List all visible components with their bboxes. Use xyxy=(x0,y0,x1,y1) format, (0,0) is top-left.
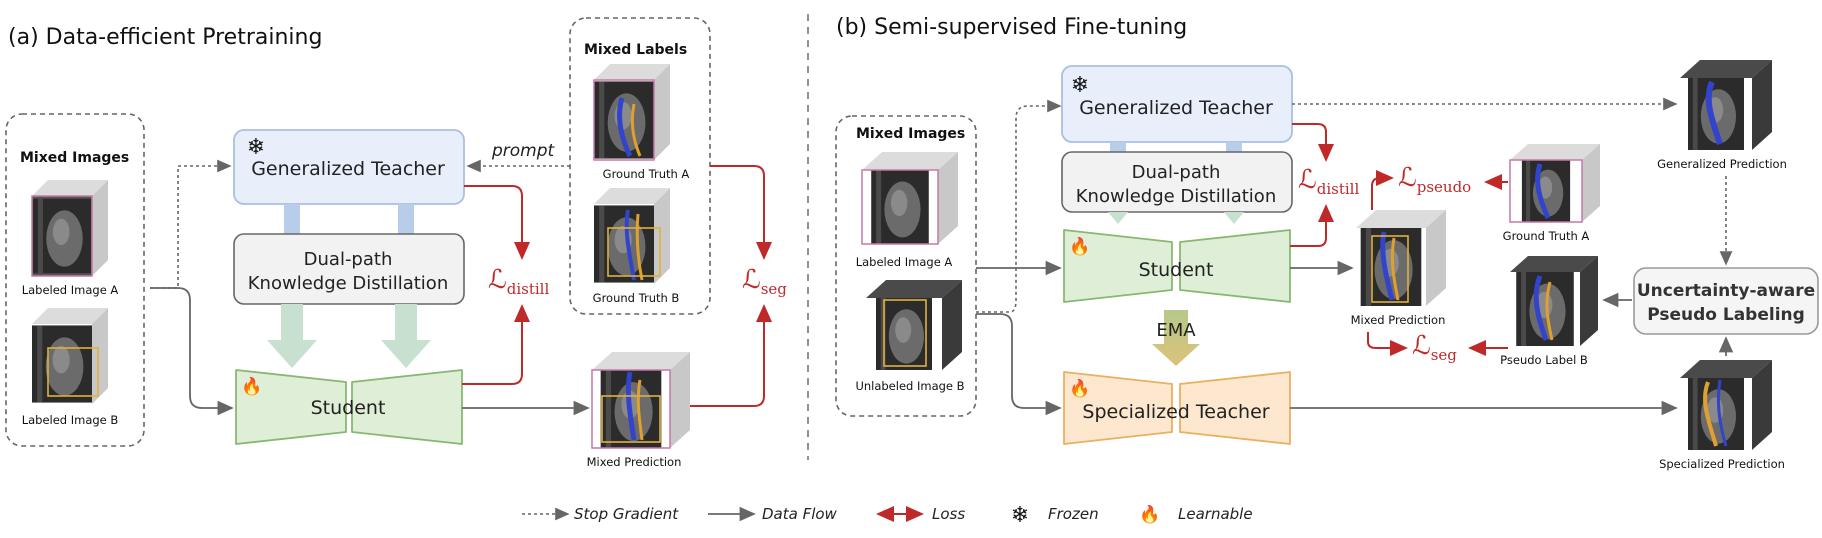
specialized-teacher-decoder xyxy=(1179,371,1291,445)
flame-icon: 🔥 xyxy=(1139,504,1160,525)
mixed-images-box-right xyxy=(835,115,977,417)
snowflake-icon: ❄ xyxy=(1011,503,1029,528)
kd-line2: Knowledge Distillation xyxy=(248,273,448,294)
student-decoder xyxy=(351,369,463,445)
loss-distill: ℒdistill xyxy=(488,265,549,298)
loss-pseudo: ℒpseudo xyxy=(1398,163,1471,196)
specialized-teacher-label: Specialized Teacher xyxy=(1082,401,1269,423)
ground-truth-a-cube-right xyxy=(1509,144,1600,223)
specialized-teacher-encoder xyxy=(1063,371,1173,445)
mixed-labels-title: Mixed Labels xyxy=(584,42,687,58)
upl-line2: Pseudo Labeling xyxy=(1647,305,1805,325)
legend-frozen: Frozen xyxy=(1048,505,1099,523)
loss-seg-right: ℒseg xyxy=(1412,331,1457,364)
ema-label: EMA xyxy=(1156,320,1196,341)
pseudo-label-b-cube xyxy=(1510,256,1598,346)
loss-seg: ℒseg xyxy=(742,265,787,298)
images-to-spec-teacher-flow xyxy=(976,313,1062,416)
flame-icon: 🔥 xyxy=(1069,378,1090,399)
mixed-prediction-label: Mixed Prediction xyxy=(587,455,682,469)
unlabeled-image-b-cube xyxy=(866,280,962,370)
mixed-prediction-label-right: Mixed Prediction xyxy=(1351,313,1446,327)
ground-truth-a-label: Ground Truth A xyxy=(603,167,690,181)
unlabeled-image-b-label: Unlabeled Image B xyxy=(855,379,964,393)
generalized-teacher-label-right: Generalized Teacher xyxy=(1079,97,1273,119)
flame-icon: 🔥 xyxy=(241,376,262,397)
images-to-student-flow xyxy=(150,287,234,416)
legend: Stop Gradient Data Flow Loss ❄ Frozen 🔥 … xyxy=(522,503,1253,528)
legend-stop-gradient: Stop Gradient xyxy=(574,505,679,523)
labeled-image-a-cube xyxy=(31,180,108,277)
kd-student-arrow xyxy=(267,304,317,368)
right-panel-title: (b) Semi-supervised Fine-tuning xyxy=(836,15,1187,40)
snowflake-icon: ❄ xyxy=(1071,73,1089,98)
teacher-to-distill-loss-right xyxy=(1292,123,1334,162)
student-encoder xyxy=(235,369,347,445)
labeled-image-a-label: Labeled Image A xyxy=(22,283,119,297)
mixed-images-title-right: Mixed Images xyxy=(856,126,965,142)
kd-student-arrow-right xyxy=(1108,212,1128,224)
teacher-kd-connector xyxy=(284,204,300,234)
kd-box-right xyxy=(1061,151,1293,213)
ema-arrow xyxy=(1152,310,1200,366)
left-panel-title: (a) Data-efficient Pretraining xyxy=(8,25,322,50)
pseudo-label-b-label: Pseudo Label B xyxy=(1500,353,1588,367)
student-to-distill-loss-right xyxy=(1290,204,1334,247)
snowflake-icon: ❄ xyxy=(247,135,265,160)
images-to-teacher-stopgrad-right xyxy=(976,99,1062,313)
mixed-prediction-cube xyxy=(591,352,690,449)
loss-distill-right: ℒdistill xyxy=(1298,165,1359,198)
student-encoder-right xyxy=(1063,229,1173,303)
kd-box xyxy=(233,233,465,305)
prompt-label: prompt xyxy=(491,141,556,161)
legend-loss: Loss xyxy=(932,505,965,523)
specialized-prediction-cube xyxy=(1680,360,1772,450)
ground-truth-a-cube xyxy=(593,64,670,161)
prediction-to-seg-loss-right xyxy=(1367,332,1408,356)
ground-truth-b-label: Ground Truth B xyxy=(593,291,680,305)
generalized-prediction-cube xyxy=(1680,60,1772,150)
ground-truth-b-cube xyxy=(594,188,670,284)
kd-student-arrow-right xyxy=(1224,212,1244,224)
kd-student-arrow xyxy=(381,304,431,368)
teacher-kd-connector xyxy=(398,204,414,234)
labeled-image-a-cube-right xyxy=(861,152,958,245)
prediction-to-pseudo-loss xyxy=(1371,170,1394,210)
student-label-right: Student xyxy=(1139,259,1214,281)
uncertainty-pseudo-labeling-box xyxy=(1633,267,1819,335)
labeled-image-b-cube xyxy=(32,308,108,404)
upl-line1: Uncertainty-aware xyxy=(1637,281,1815,301)
student-decoder-right xyxy=(1179,229,1291,303)
legend-data-flow: Data Flow xyxy=(762,505,838,523)
labeled-image-a-label-right: Labeled Image A xyxy=(856,255,953,269)
kd-line1-right: Dual-path xyxy=(1132,162,1221,183)
student-label: Student xyxy=(311,397,386,419)
student-to-distill-loss xyxy=(462,304,530,385)
generalized-teacher-box xyxy=(233,129,465,205)
generalized-prediction-label: Generalized Prediction xyxy=(1657,157,1787,171)
kd-line1: Dual-path xyxy=(304,249,393,270)
generalized-teacher-label: Generalized Teacher xyxy=(251,158,445,180)
specialized-prediction-label: Specialized Prediction xyxy=(1659,457,1785,471)
kd-line2-right: Knowledge Distillation xyxy=(1076,186,1276,207)
images-to-teacher-stopgrad xyxy=(150,159,232,289)
mixed-prediction-cube-right xyxy=(1356,210,1446,306)
mixed-images-title: Mixed Images xyxy=(20,150,129,166)
labels-to-seg-loss xyxy=(710,165,772,260)
legend-learnable: Learnable xyxy=(1178,505,1253,523)
teacher-kd-connector-right xyxy=(1226,142,1242,154)
ground-truth-a-label-right: Ground Truth A xyxy=(1503,229,1590,243)
flame-icon: 🔥 xyxy=(1069,236,1090,257)
prediction-to-seg-loss xyxy=(690,304,772,407)
teacher-kd-connector-right xyxy=(1110,142,1126,154)
labeled-image-b-label: Labeled Image B xyxy=(22,413,119,427)
mixed-images-box xyxy=(5,113,145,447)
teacher-to-distill-loss xyxy=(464,185,530,260)
